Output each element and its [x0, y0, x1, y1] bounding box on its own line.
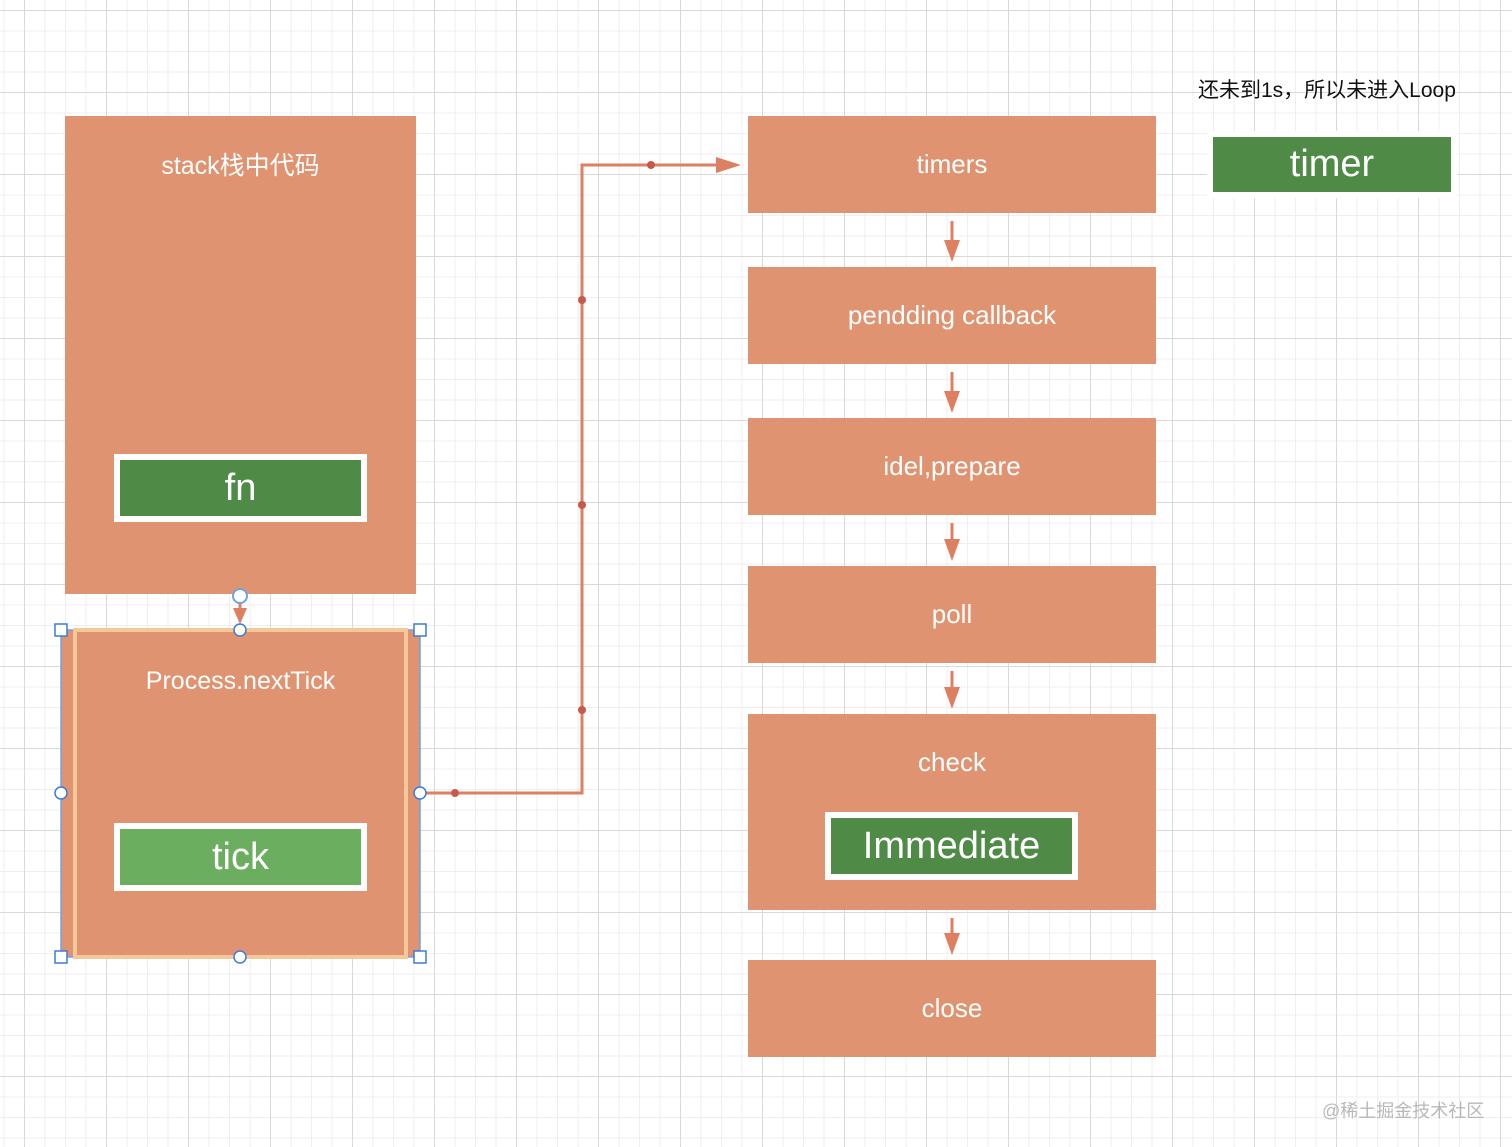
- fn-chip[interactable]: fn: [114, 454, 367, 522]
- stage-poll[interactable]: poll: [748, 566, 1156, 663]
- timer-chip-label: timer: [1289, 143, 1375, 185]
- stage-close[interactable]: close: [748, 960, 1156, 1057]
- stage-pending-callback-label: pendding callback: [847, 300, 1057, 330]
- stage-pending-callback[interactable]: pendding callback: [748, 267, 1156, 364]
- stage-idle-prepare-label: idel,prepare: [883, 451, 1021, 481]
- watermark: @稀土掘金技术社区: [1322, 1101, 1485, 1121]
- loop-note: 还未到1s，所以未进入Loop: [1198, 79, 1456, 102]
- stage-timers[interactable]: timers: [748, 116, 1156, 213]
- tick-chip-label: tick: [212, 835, 269, 878]
- timer-chip[interactable]: timer: [1207, 131, 1457, 198]
- stage-check-label: check: [918, 747, 986, 777]
- stack-panel-title: stack栈中代码: [161, 152, 320, 180]
- stage-close-label: close: [921, 993, 983, 1023]
- tick-chip[interactable]: tick: [114, 823, 367, 891]
- immediate-chip-label: Immediate: [862, 824, 1041, 867]
- selection-handles[interactable]: [54, 623, 427, 964]
- stage-arrows: [944, 221, 960, 955]
- tick-to-timers-connector[interactable]: [420, 157, 741, 797]
- stage-timers-label: timers: [916, 149, 988, 179]
- immediate-chip[interactable]: Immediate: [825, 812, 1078, 880]
- stack-to-tick-connector[interactable]: [232, 588, 248, 624]
- selection-frame[interactable]: [60, 628, 421, 959]
- stage-idle-prepare[interactable]: idel,prepare: [748, 418, 1156, 515]
- next-tick-panel-title: Process.nextTick: [145, 667, 336, 695]
- stage-poll-label: poll: [931, 599, 973, 629]
- fn-chip-label: fn: [224, 466, 257, 509]
- next-tick-panel[interactable]: Process.nextTick: [61, 630, 420, 957]
